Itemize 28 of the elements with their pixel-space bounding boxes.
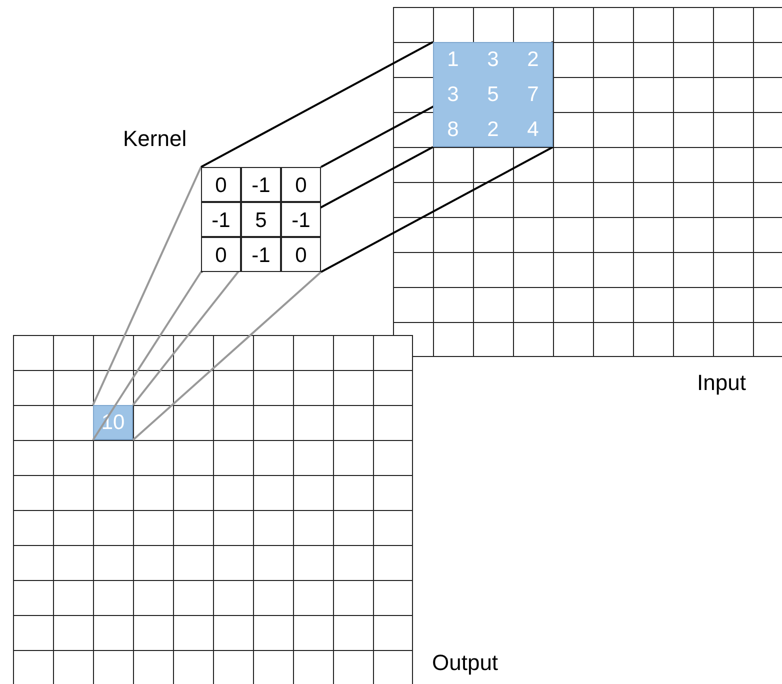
cell-value: -1 <box>201 202 241 237</box>
cell-value: 0 <box>281 167 321 202</box>
cell-value: 2 <box>486 117 500 143</box>
input-grid <box>393 7 782 357</box>
highlighted-patch <box>433 42 553 147</box>
cell-value: 0 <box>201 237 241 272</box>
kernel-matrix <box>201 167 321 272</box>
cell-value: 0 <box>201 167 241 202</box>
cell-value: 3 <box>486 47 500 73</box>
cell-value: 3 <box>446 82 460 108</box>
output-grid <box>13 335 413 684</box>
projection-line <box>92 271 202 441</box>
grid-label: Kernel <box>123 126 187 152</box>
cell-value: 1 <box>446 47 460 73</box>
output-cell <box>93 405 133 440</box>
grid-label: Output <box>432 650 498 676</box>
cell-value: 7 <box>526 82 540 108</box>
projection-line <box>92 166 202 406</box>
cell-value: -1 <box>241 237 281 272</box>
cell-value: 0 <box>281 237 321 272</box>
cell-value: 5 <box>486 82 500 108</box>
cell-value: -1 <box>281 202 321 237</box>
cell-value: 8 <box>446 117 460 143</box>
cell-value: 4 <box>526 117 540 143</box>
grid-label: Input <box>697 370 746 396</box>
cell-value: 2 <box>526 47 540 73</box>
cell-value: 5 <box>241 202 281 237</box>
cell-value: -1 <box>241 167 281 202</box>
